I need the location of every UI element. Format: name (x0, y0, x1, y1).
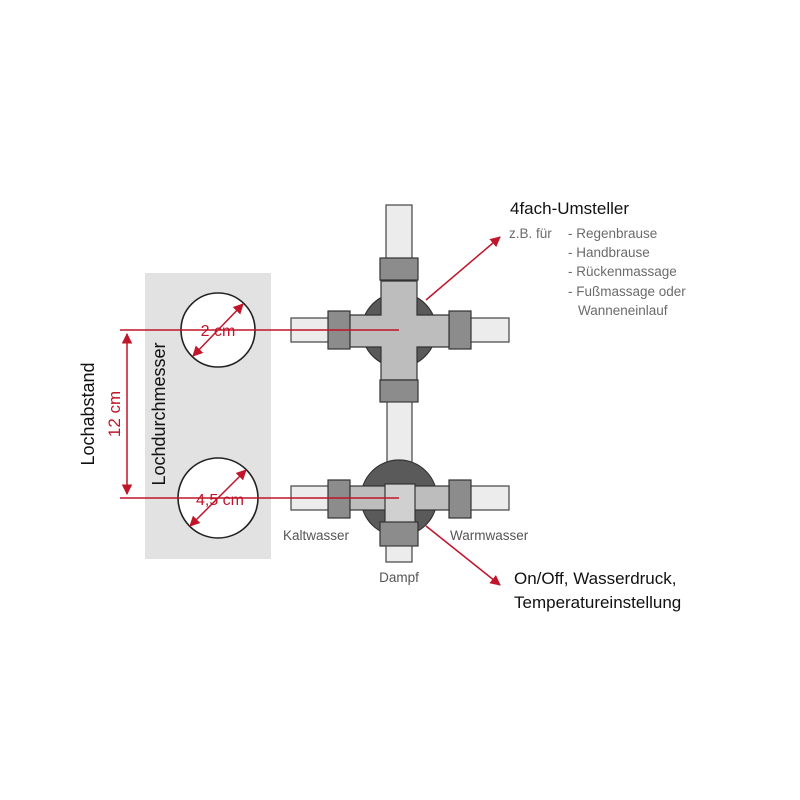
diverter-item: - Fußmassage oder (568, 284, 686, 299)
mixer-valve (290, 459, 510, 563)
hole-bottom-diameter-arrow (189, 469, 247, 527)
diverter-prefix: z.B. für (509, 226, 552, 241)
diverter-title: 4fach-Umsteller (510, 199, 629, 218)
diverter-item: Wanneneinlauf (578, 303, 668, 318)
diverter-valve (290, 204, 510, 403)
hole-top-diameter-arrow (192, 303, 244, 357)
distance-value: 12 cm (105, 391, 124, 437)
diverter-item: - Handbrause (568, 245, 650, 260)
diverter-item: - Rückenmassage (568, 264, 677, 279)
controls-line-1: On/Off, Wasserdruck, (514, 569, 677, 588)
warm-water-label: Warmwasser (450, 528, 529, 543)
diverter-item: - Regenbrause (568, 226, 657, 241)
diverter-pointer-arrow (425, 236, 501, 301)
cold-water-label: Kaltwasser (283, 528, 350, 543)
controls-pointer-arrow (425, 525, 501, 586)
hole-bottom-label: 4,5 cm (196, 492, 244, 509)
hole-top-label: 2 cm (201, 323, 236, 340)
steam-label: Dampf (379, 570, 419, 585)
controls-line-2: Temperatureinstellung (514, 593, 681, 612)
distance-label: Lochabstand (78, 362, 98, 465)
diameter-label: Lochdurchmesser (149, 342, 169, 485)
